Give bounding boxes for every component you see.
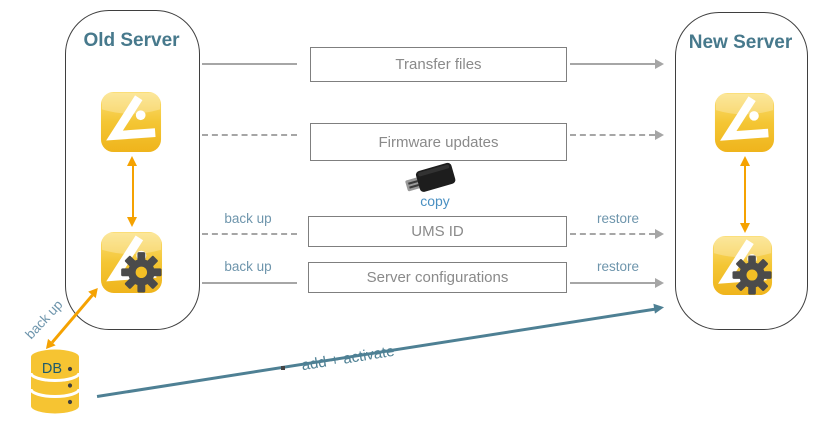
copy-label: copy [420,193,450,209]
server-config-line-right [570,282,655,284]
ums-id-label: UMS ID [411,223,464,240]
firmware-updates-label: Firmware updates [378,133,499,151]
server-configurations-box: Server configurations [308,262,567,293]
arrow-right-icon [655,130,664,140]
sync-arrow-up-icon [739,156,750,166]
old-server-title: Old Server [83,30,180,51]
backup-label: back up [224,211,272,226]
transfer-files-line-left [202,63,297,65]
igel-app-icon [714,92,775,153]
transfer-files-box: Transfer files [310,47,567,82]
igel-app-icon [100,91,162,153]
arrow-right-icon [655,229,664,239]
restore-label: restore [596,259,640,274]
igel-app-gear-icon [100,231,163,294]
restore-label: restore [596,211,640,226]
sync-arrow-line [744,164,746,225]
igel-app-gear-icon [712,235,773,296]
transfer-files-label: Transfer files [395,56,482,73]
midpoint-dot [281,366,285,370]
sync-arrow-down-icon [127,217,137,227]
transfer-files-line-right [570,63,655,65]
server-config-line-left [202,282,297,284]
firmware-updates-box: Firmware updates [310,123,567,161]
sync-arrow-line [131,164,134,219]
arrow-right-icon [655,59,664,69]
sync-arrow-up-icon [127,156,137,166]
sync-arrow-down-icon [739,223,750,233]
arrow-right-icon [653,302,665,314]
server-configurations-label: Server configurations [366,269,509,286]
ums-id-line-right [570,233,655,235]
usb-stick-icon [396,158,474,198]
database-label: DB [41,361,63,377]
backup-label: back up [224,259,272,274]
firmware-line-right [570,134,655,136]
new-server-title: New Server [688,32,793,53]
ums-id-line-left [202,233,297,235]
ums-id-box: UMS ID [308,216,567,247]
add-activate-label: add + activate [300,342,396,375]
arrow-right-icon [655,278,664,288]
firmware-line-left [202,134,297,136]
database-icon [30,349,80,415]
